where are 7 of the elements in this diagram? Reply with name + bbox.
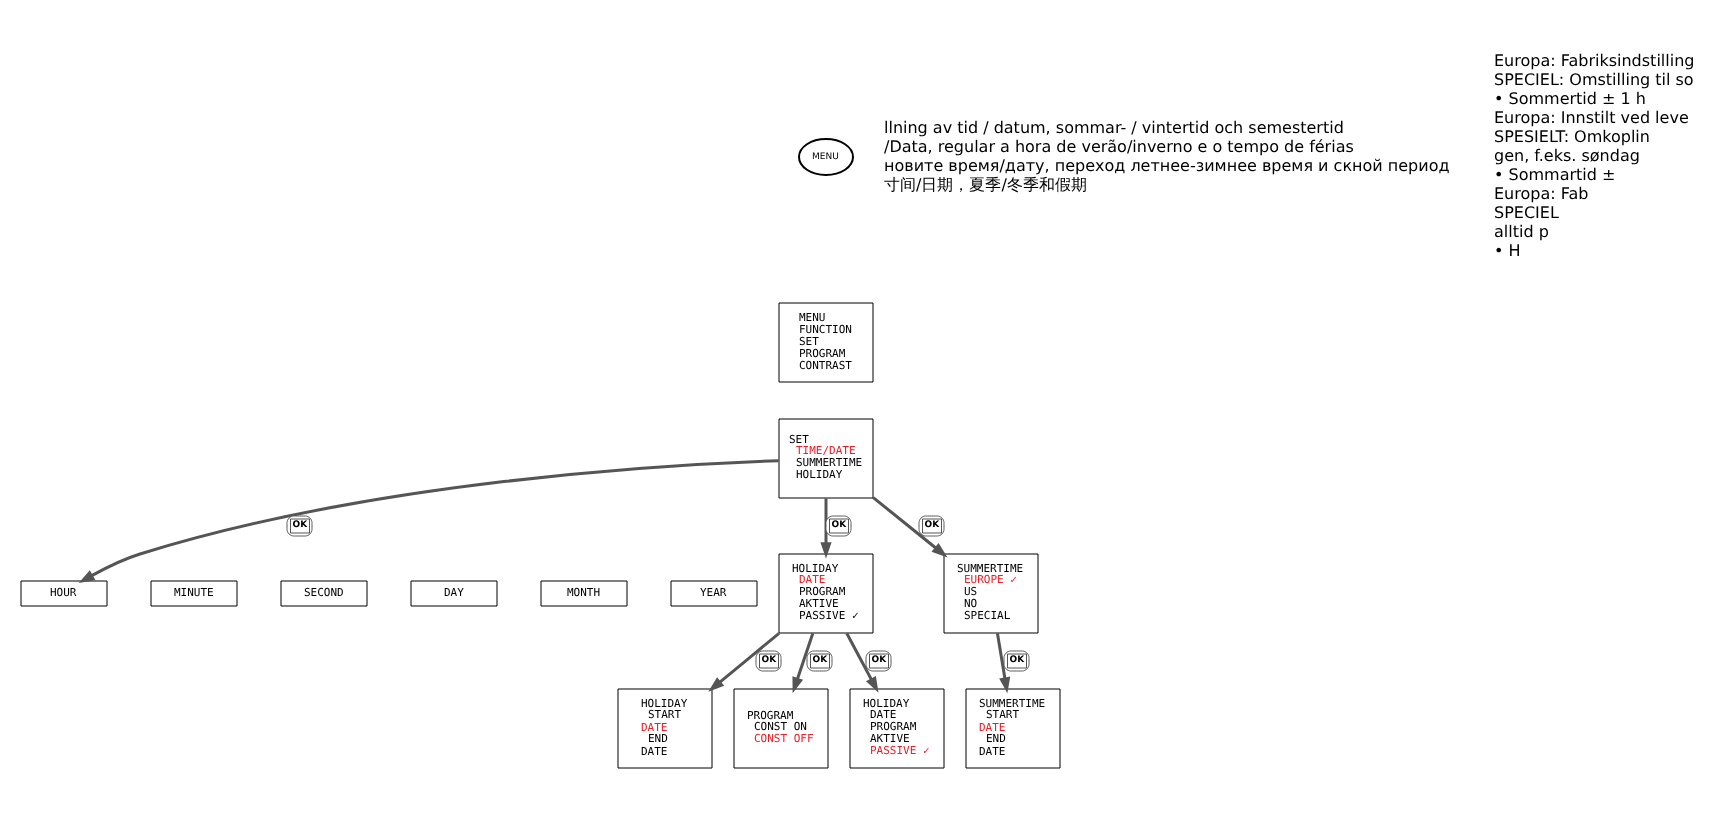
arrow — [78, 459, 779, 584]
arrow — [792, 632, 815, 694]
arrow — [708, 632, 780, 692]
arrow — [845, 632, 879, 693]
arrow — [872, 496, 948, 558]
arrow — [995, 633, 1011, 694]
arrow — [820, 498, 832, 559]
